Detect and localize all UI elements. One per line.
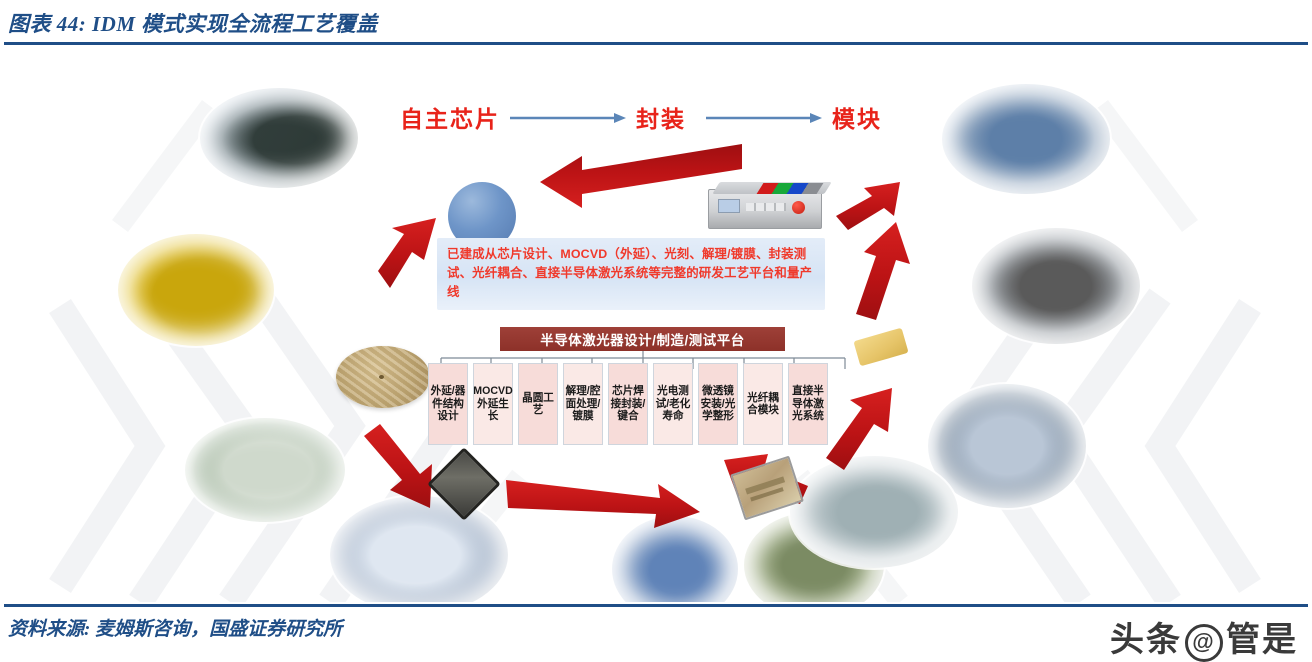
flow-stage-label-0: 自主芯片 (400, 106, 500, 132)
platform-title-bar: 半导体激光器设计/制造/测试平台 (500, 327, 785, 351)
photo-microscope-station-bottom (612, 516, 738, 602)
photo-operator-bonder-bottom-left (330, 496, 508, 602)
process-step-1[interactable]: MOCVD外延生长 (473, 363, 513, 445)
process-step-6[interactable]: 微透镜安装/光学整形 (698, 363, 738, 445)
photo-assembly-line-bottom-right (790, 456, 958, 568)
callout-text: 已建成从芯片设计、MOCVD（外延）、光刻、解理/镀膜、封装测试、光纤耦合、直接… (447, 247, 813, 300)
laser-module-buttons (746, 203, 786, 211)
photo-equipment-rack-right (972, 228, 1140, 344)
watermark-right-text: 管是 (1226, 621, 1298, 659)
photo-operator-bench-top-right (942, 84, 1110, 194)
process-step-0[interactable]: 外延/器件结构设计 (428, 363, 468, 445)
process-step-2[interactable]: 晶圆工艺 (518, 363, 558, 445)
process-step-7[interactable]: 光纤耦合模块 (743, 363, 783, 445)
laser-module-emergency-stop-icon (792, 201, 805, 214)
footer-divider (4, 604, 1308, 607)
laser-module-display (718, 199, 740, 213)
process-step-3[interactable]: 解理/腔面处理/镀膜 (563, 363, 603, 445)
page-title: 图表 44: IDM 模式实现全流程工艺覆盖 (8, 12, 378, 36)
header-divider (4, 42, 1308, 45)
photo-green-cleanroom-left (185, 418, 345, 522)
gold-wafer-disc-icon (336, 346, 430, 408)
laser-system-module-icon (708, 179, 832, 237)
photo-yellow-cleanroom-left (118, 234, 274, 346)
site-watermark: 头条@管是 (1110, 612, 1298, 662)
right-arrow-icon-0 (510, 113, 626, 123)
flow-stage-label-1: 封装 (636, 106, 686, 132)
figure-canvas: 自主芯片 封装 模块 已建成从芯片设计、MOCVD（外延）、光刻、解理/镀膜、封… (0, 46, 1312, 602)
watermark-left-text: 头条 (1110, 621, 1182, 659)
flow-stage-label-2: 模块 (832, 106, 882, 132)
wafer-notch-icon (379, 374, 385, 379)
right-arrow-icon-1 (706, 113, 822, 123)
process-step-5[interactable]: 光电测试/老化寿命 (653, 363, 693, 445)
photo-operator-equipment-top-left (200, 88, 358, 188)
laser-module-rgb-stripes (756, 183, 824, 194)
callout-panel: 已建成从芯片设计、MOCVD（外延）、光刻、解理/镀膜、封装测试、光纤耦合、直接… (437, 238, 825, 310)
process-step-4[interactable]: 芯片焊接封装/键合 (608, 363, 648, 445)
at-sign-icon: @ (1185, 624, 1223, 662)
source-note: 资料来源: 麦姆斯咨询，国盛证券研究所 (8, 619, 343, 640)
process-step-row: 外延/器件结构设计 MOCVD外延生长 晶圆工艺 解理/腔面处理/镀膜 芯片焊接… (428, 363, 828, 445)
process-step-8[interactable]: 直接半导体激光系统 (788, 363, 828, 445)
photo-technician-tool-right (928, 384, 1086, 508)
